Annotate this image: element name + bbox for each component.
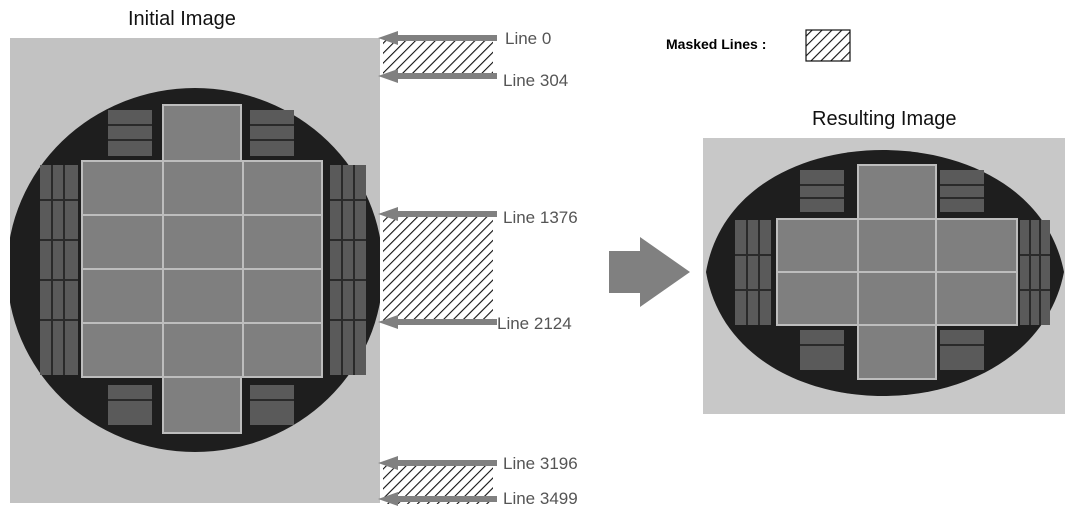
resulting-image [703, 138, 1065, 414]
right-arrow-icon [609, 237, 690, 307]
legend-hatch-swatch [806, 30, 850, 61]
initial-image [7, 38, 493, 504]
